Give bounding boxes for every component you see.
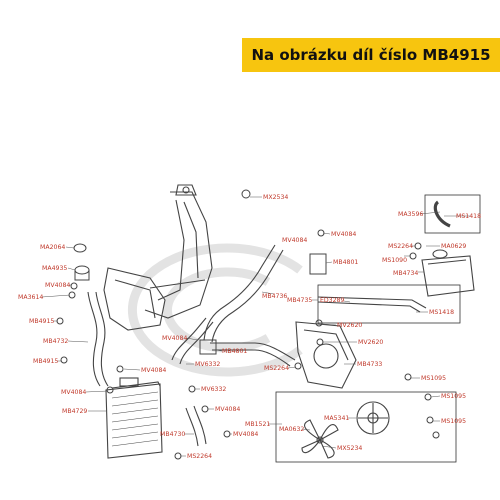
expansion-tank <box>421 249 475 297</box>
label-mv2620-a: MV2620 <box>337 322 362 329</box>
part-number-banner: Na obrázku díl číslo MB4915 <box>242 38 500 72</box>
hose-ma3596 <box>433 200 451 228</box>
label-mb4915-b: MB4915 <box>33 358 58 365</box>
label-ms1418-b: MS1418 <box>429 309 454 316</box>
label-mb4729: MB4729 <box>62 408 87 415</box>
hoses <box>87 244 427 447</box>
fan-motor <box>356 401 390 435</box>
label-ed3289: ED3289 <box>320 297 344 304</box>
box-fan-assembly <box>275 391 457 463</box>
label-mv4084-g: MV4084 <box>215 406 240 413</box>
fittings <box>56 189 440 460</box>
label-mb1521: MB1521 <box>245 421 270 428</box>
box-hose-ma3596 <box>424 194 481 234</box>
label-mb4734: MB4734 <box>393 270 418 277</box>
label-mv4084-c: MV4084 <box>45 282 70 289</box>
label-mv6332-a: MV6332 <box>195 361 220 368</box>
label-mv4084-d: MV4084 <box>162 335 187 342</box>
label-ms1095-b: MS1095 <box>441 393 466 400</box>
label-mv4084-a: MV4084 <box>282 237 307 244</box>
label-mb4735: MB4735 <box>287 297 312 304</box>
label-ma3596: MA3596 <box>398 211 423 218</box>
label-ms1090: MS1090 <box>382 257 407 264</box>
label-ma4935: MA4935 <box>42 265 67 272</box>
label-mb4736: MB4736 <box>262 293 287 300</box>
label-mv4084-b: MV4084 <box>331 231 356 238</box>
label-ms1095-c: MS1095 <box>441 418 466 425</box>
label-mx5234: MX5234 <box>337 445 362 452</box>
label-mv2620-b: MV2620 <box>358 339 383 346</box>
banner-title: Na obrázku díl číslo MB4915 <box>251 46 491 64</box>
label-mv4084-f: MV4084 <box>61 389 86 396</box>
radiator <box>105 377 163 459</box>
fan-blade <box>301 419 339 459</box>
label-ma0629: MA0629 <box>441 243 466 250</box>
box-bracket-ed3289 <box>317 284 461 324</box>
label-mb4733: MB4733 <box>357 361 382 368</box>
label-mb4730: MB4730 <box>160 431 185 438</box>
label-mx2534: MX2534 <box>263 194 288 201</box>
label-ma3614: MA3614 <box>18 294 43 301</box>
label-ms2264-a: MS2264 <box>388 243 413 250</box>
leader-lines <box>41 196 470 457</box>
label-mb4801-b: MB4801 <box>222 348 247 355</box>
label-ms1418-top: MS1418 <box>456 213 481 220</box>
label-mv4084-e: MV4084 <box>141 367 166 374</box>
label-mb4801-a: MB4801 <box>333 259 358 266</box>
fan-shroud <box>295 321 357 389</box>
part-labels: MX2534 MA3596 MS1418 MA2064 MV4084 MV408… <box>18 194 481 460</box>
label-mv4084-h: MV4084 <box>233 431 258 438</box>
label-mv6332-b: MV6332 <box>201 386 226 393</box>
label-ma2064: MA2064 <box>40 244 65 251</box>
label-ms2264-c: MS2264 <box>187 453 212 460</box>
watermark-logo <box>127 243 303 377</box>
label-ms1095-a: MS1095 <box>421 375 446 382</box>
label-ms2264-b: MS2264 <box>264 365 289 372</box>
label-mb4915: MB4915 <box>29 318 54 325</box>
frame <box>103 184 213 331</box>
label-ma0632: MA0632 <box>279 426 304 433</box>
label-mb4732: MB4732 <box>43 338 68 345</box>
label-ma5341: MA5341 <box>324 415 349 422</box>
